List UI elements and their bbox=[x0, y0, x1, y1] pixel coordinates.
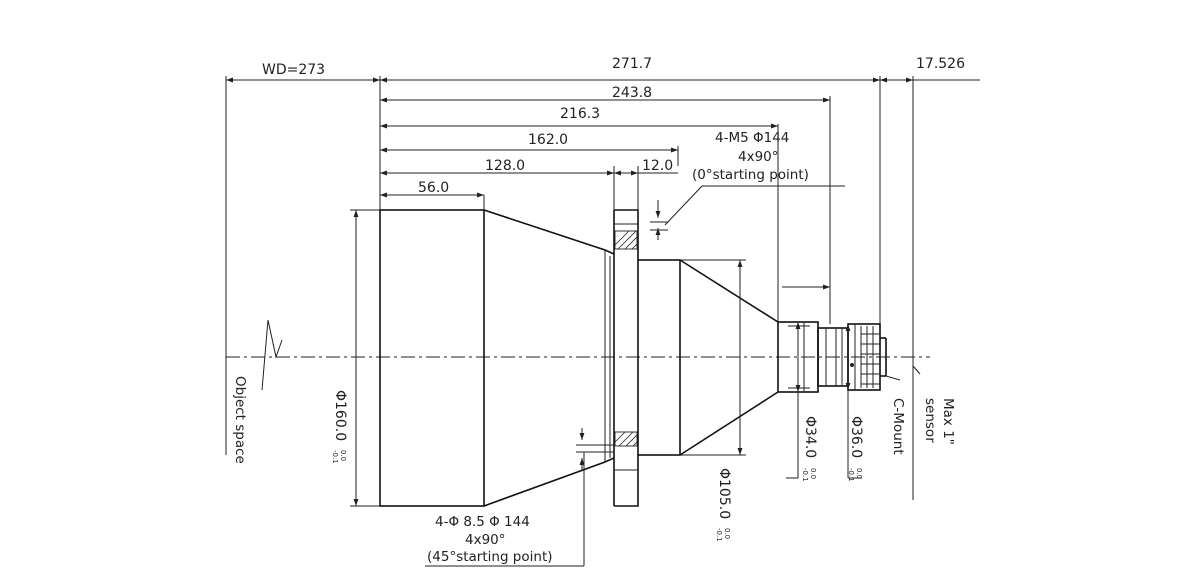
svg-text:Φ105.0: Φ105.0 bbox=[716, 468, 732, 519]
m5-callout-line3: (0°starting point) bbox=[692, 167, 809, 183]
lens-body bbox=[379, 209, 887, 507]
leader-lines bbox=[425, 185, 921, 567]
sensor-label-line1: Max 1" bbox=[940, 398, 956, 445]
m5-callout-line2: 4x90° bbox=[738, 149, 779, 165]
dim-162-0: 162.0 bbox=[528, 132, 568, 148]
dim-216-3: 216.3 bbox=[560, 106, 600, 122]
dim-17-526: 17.526 bbox=[916, 56, 965, 72]
flange-hatch-bottom bbox=[614, 431, 638, 447]
flange-hatch-top bbox=[614, 230, 638, 250]
object-plane bbox=[225, 76, 283, 455]
svg-text:-0.1: -0.1 bbox=[715, 528, 723, 542]
svg-text:-0.1: -0.1 bbox=[847, 468, 855, 482]
svg-text:Φ34.0: Φ34.0 bbox=[802, 416, 818, 458]
c-mount-label: C-Mount bbox=[890, 398, 906, 455]
dim-128-0: 128.0 bbox=[485, 158, 525, 174]
svg-text:0.0: 0.0 bbox=[855, 468, 863, 479]
hole-callout-line3: (45°starting point) bbox=[427, 549, 553, 565]
diameter-36-label: Φ36.0 0.0 -0.1 bbox=[847, 416, 864, 482]
hole-callout-line1: 4-Φ 8.5 Φ 144 bbox=[435, 514, 530, 530]
m5-callout-line1: 4-M5 Φ144 bbox=[715, 130, 789, 146]
dim-243-8: 243.8 bbox=[612, 85, 652, 101]
dim-wd: WD=273 bbox=[262, 62, 325, 78]
dimension-lines bbox=[226, 77, 980, 290]
diameter-160-label: Φ160.0 0.0 -0.1 bbox=[331, 390, 348, 464]
diameter-lines bbox=[353, 210, 851, 506]
svg-text:Φ36.0: Φ36.0 bbox=[848, 416, 864, 458]
diameter-34-label: Φ34.0 0.0 -0.1 bbox=[801, 416, 818, 482]
dim-56-0: 56.0 bbox=[418, 180, 449, 196]
svg-text:Φ160.0: Φ160.0 bbox=[332, 390, 348, 441]
dim-271-7: 271.7 bbox=[612, 56, 652, 72]
object-space-label: Object space bbox=[232, 376, 248, 464]
svg-text:-0.1: -0.1 bbox=[331, 450, 339, 464]
svg-text:0.0: 0.0 bbox=[723, 528, 731, 539]
diameter-105-label: Φ105.0 0.0 -0.1 bbox=[715, 468, 732, 542]
hole-callout-line2: 4x90° bbox=[465, 532, 506, 548]
svg-text:0.0: 0.0 bbox=[339, 450, 347, 461]
svg-text:0.0: 0.0 bbox=[809, 468, 817, 479]
svg-text:-0.1: -0.1 bbox=[801, 468, 809, 482]
dim-12-0: 12.0 bbox=[642, 158, 673, 174]
sensor-label-line2: sensor bbox=[922, 398, 938, 443]
